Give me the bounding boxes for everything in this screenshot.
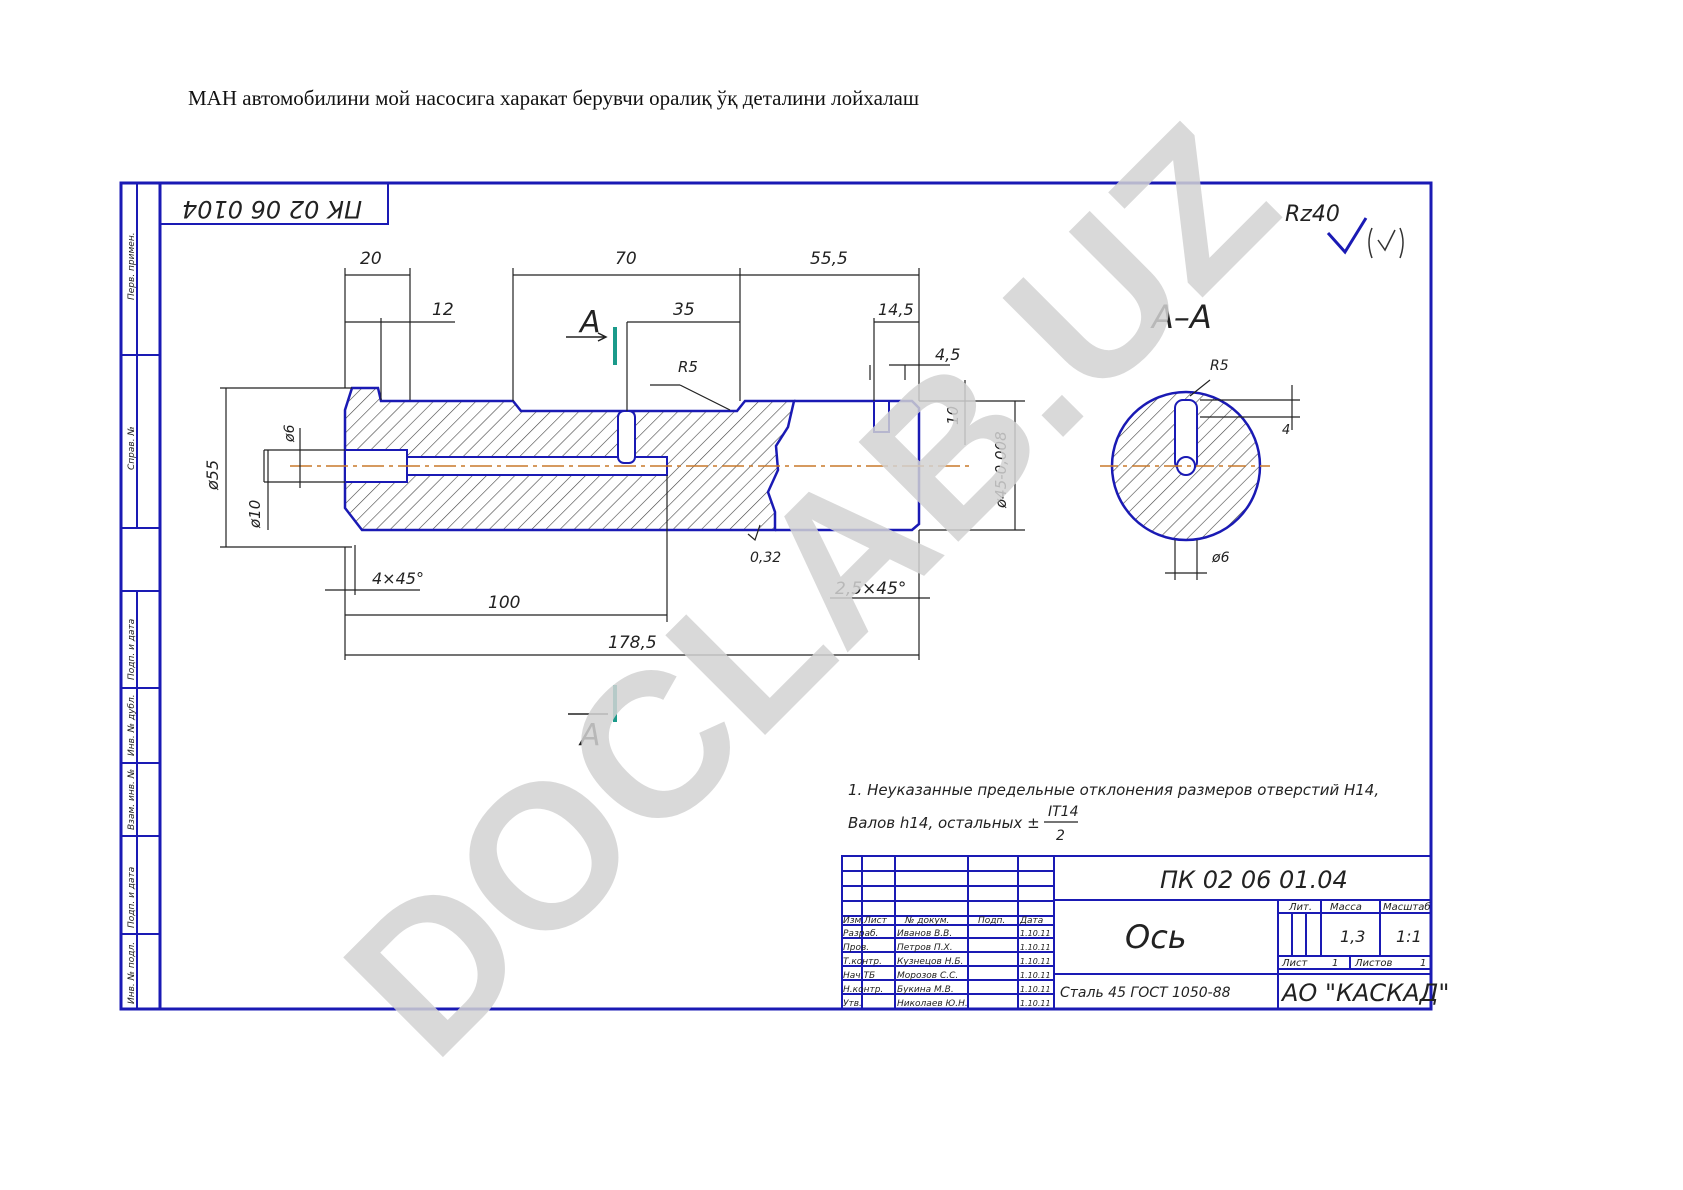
section-dim-r5: R5: [1210, 358, 1229, 374]
roughness-value: Rz40: [1285, 202, 1340, 227]
tb-role-5: Н.контр.: [843, 985, 883, 995]
section-dims: [1165, 379, 1300, 580]
tb-hdr-izm: Изм.: [843, 916, 864, 926]
dim-r5: R5: [678, 358, 698, 376]
tb-date-2: 1.10.11: [1020, 943, 1051, 952]
tb-material: Сталь 45 ГОСТ 1050-88: [1060, 985, 1231, 1001]
tb-part-name: Ось: [1125, 918, 1187, 956]
tb-col-scale: Масштаб: [1383, 901, 1431, 913]
note-line-2: Валов h14, остальных ±: [848, 814, 1040, 832]
tb-role-2: Пров.: [843, 943, 869, 953]
note-frac-den: 2: [1056, 828, 1065, 844]
side-label-4: Инв. № дубл.: [127, 694, 137, 756]
tb-person-5: Букина М.В.: [897, 985, 954, 995]
dim-chamfer-4: 4×45°: [372, 569, 424, 588]
tb-person-3: Кузнецов Н.Б.: [897, 957, 963, 967]
dim-70: 70: [615, 249, 637, 269]
tb-person-6: Николаев Ю.Н.: [897, 999, 968, 1009]
side-label-1: Перв. примен.: [127, 232, 137, 300]
side-label-7: Инв. № подл.: [127, 942, 137, 1004]
tb-scale: 1:1: [1396, 927, 1422, 946]
tb-hdr-date: Дата: [1019, 916, 1043, 926]
tb-date-6: 1.10.11: [1020, 999, 1051, 1008]
tb-sheets-no: 1: [1420, 958, 1426, 969]
tb-hdr-list: Лист: [863, 916, 888, 926]
cut-arrow-top: [566, 332, 608, 342]
tb-person-1: Иванов В.В.: [897, 929, 952, 939]
dim-chamfer-2-5: 2,5×45°: [835, 579, 906, 599]
side-label-6: Подп. и дата: [127, 867, 137, 928]
radial-hole: [617, 410, 636, 464]
dim-55-5: 55,5: [810, 249, 848, 269]
tb-col-mass: Масса: [1330, 902, 1362, 913]
note-frac-num: IT14: [1048, 804, 1079, 820]
tb-mass: 1,3: [1340, 927, 1365, 946]
tb-date-4: 1.10.11: [1020, 971, 1051, 980]
dim-12: 12: [432, 300, 454, 320]
note-line-1: 1. Неуказанные предельные отклонения раз…: [848, 781, 1379, 799]
doc-code-rotated: ПК 02 06 0104: [182, 195, 362, 223]
section-dim-4: 4: [1282, 423, 1290, 438]
dim-100: 100: [488, 593, 520, 613]
tb-org: АО "КАСКАД": [1280, 979, 1449, 1007]
roughness-check: [1368, 227, 1404, 259]
tb-role-1: Разраб.: [843, 929, 878, 939]
dim-178-5: 178,5: [608, 633, 657, 653]
title-block-grid: [841, 855, 1432, 1010]
side-label-3: Подп. и дата: [127, 619, 137, 680]
tb-hdr-doc: № докум.: [904, 916, 949, 926]
dim-d55: ø55: [203, 460, 222, 491]
tb-sheet-no: 1: [1332, 958, 1338, 969]
tb-designation: ПК 02 06 01.04: [1160, 866, 1348, 894]
dim-roughness-032: 0,32: [750, 550, 781, 566]
tb-col-lit: Лит.: [1288, 902, 1312, 913]
roughness-symbol: [1326, 217, 1368, 255]
section-dim-d6: ø6: [1211, 550, 1230, 566]
cut-label-bottom: А: [578, 718, 601, 753]
cut-label-top: А: [578, 305, 601, 340]
doc-code-box: [160, 183, 389, 225]
tb-role-4: Нач.ТБ: [843, 971, 875, 981]
end-slot: [873, 400, 890, 433]
tb-date-3: 1.10.11: [1020, 957, 1051, 966]
tb-sheets-label: Листов: [1354, 958, 1392, 969]
tb-hdr-sign: Подп.: [978, 916, 1005, 926]
tb-role-6: Утв.: [843, 999, 862, 1009]
dim-20: 20: [360, 249, 382, 269]
tb-date-1: 1.10.11: [1020, 929, 1051, 938]
drawing-frame: [119, 181, 1433, 1011]
dimension-lines: [220, 268, 1025, 660]
tb-person-4: Морозов С.С.: [897, 971, 958, 981]
dim-d10: ø10: [246, 500, 264, 529]
dim-35: 35: [673, 300, 695, 320]
dim-d6: ø6: [282, 424, 298, 443]
dim-4-5: 4,5: [935, 345, 960, 364]
dim-d45: ø45-0,008: [992, 431, 1010, 509]
tb-date-5: 1.10.11: [1020, 985, 1051, 994]
side-strip: [121, 183, 160, 1009]
dim-14-5: 14,5: [878, 300, 914, 319]
tb-person-2: Петров П.Х.: [897, 943, 953, 953]
side-label-5: Взам. инв. №: [127, 769, 137, 830]
tb-role-3: Т.контр.: [843, 957, 882, 967]
section-label: А–А: [1150, 298, 1212, 336]
tb-sheet-label: Лист: [1281, 958, 1309, 969]
dim-10: 10: [944, 406, 962, 425]
page-title: МАН автомобилини мой насосига харакат бе…: [188, 86, 920, 110]
side-label-2: Справ. №: [127, 426, 137, 470]
